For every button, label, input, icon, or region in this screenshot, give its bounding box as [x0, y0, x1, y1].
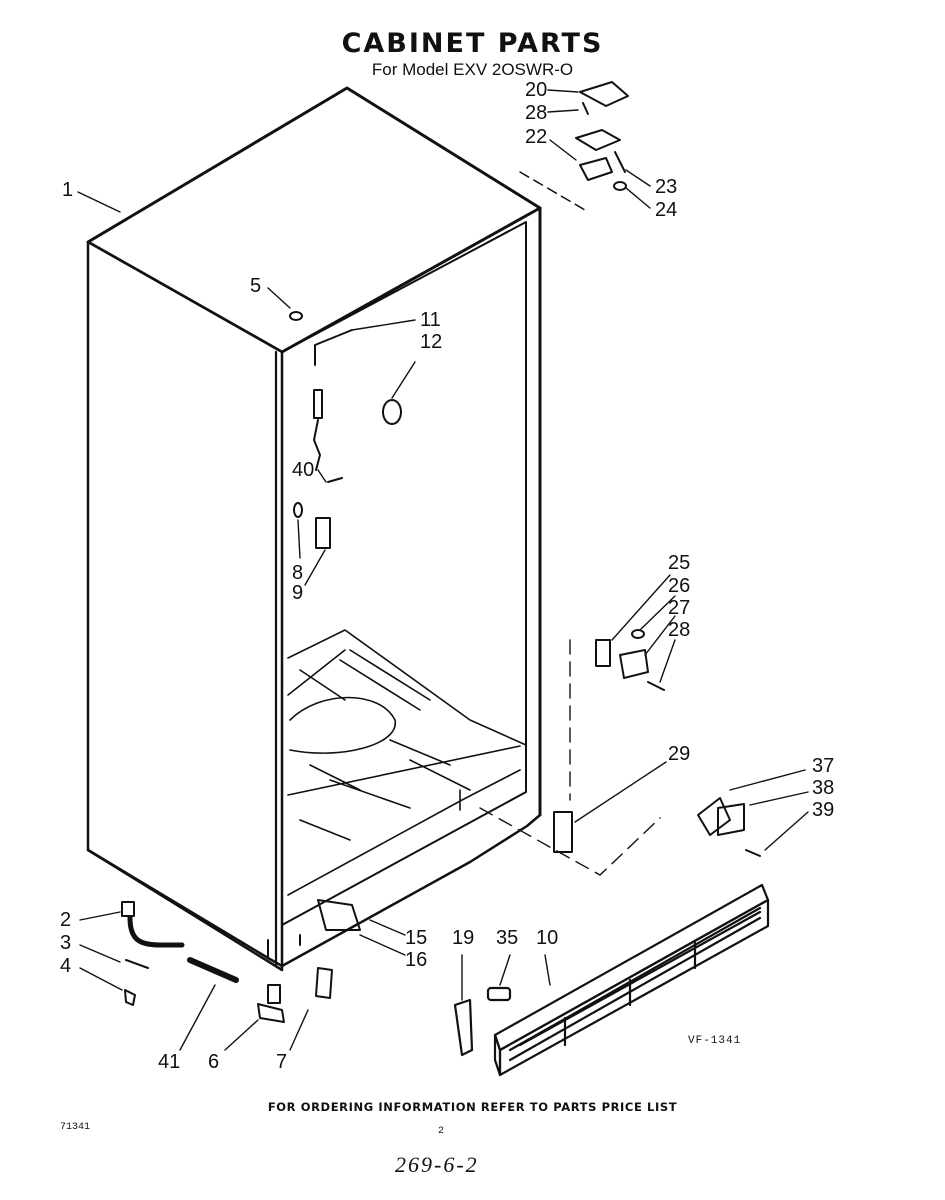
callout-16: 16	[405, 949, 428, 971]
callout-10: 10	[536, 927, 559, 949]
callout-3: 3	[60, 932, 72, 954]
callout-5: 5	[250, 275, 262, 297]
callout-2: 2	[60, 909, 72, 931]
kickplate-grille	[453, 883, 770, 1077]
callout-27: 27	[668, 597, 691, 619]
diagram-code: VF-1341	[688, 1035, 742, 1047]
callout-37: 37	[812, 755, 835, 777]
leader-lines	[77, 89, 809, 1051]
callout-38: 38	[812, 777, 835, 799]
callout-19: 19	[452, 927, 475, 949]
callout-35: 35	[496, 927, 519, 949]
callout-8: 8	[292, 562, 304, 584]
form-number: 71341	[60, 1122, 91, 1133]
top-hinge-parts	[519, 81, 629, 211]
callout-12: 12	[420, 331, 443, 353]
callout-28-lower: 28	[668, 619, 691, 641]
callout-23: 23	[655, 176, 678, 198]
callout-24: 24	[655, 199, 678, 221]
ordering-note: FOR ORDERING INFORMATION REFER TO PARTS …	[267, 1100, 678, 1114]
liner-floor	[287, 629, 527, 896]
callout-39: 39	[812, 799, 835, 821]
page-number: 2	[438, 1126, 445, 1137]
callout-40: 40	[292, 459, 315, 481]
callout-25: 25	[668, 552, 691, 574]
handwritten-code: 269-6-2	[395, 1152, 479, 1177]
callout-1: 1	[62, 179, 74, 201]
page-title: CABINET PARTS	[341, 28, 604, 59]
lower-hinge-parts	[479, 629, 761, 876]
callout-9: 9	[292, 582, 304, 604]
callout-26: 26	[668, 575, 691, 597]
callout-4: 4	[60, 955, 72, 977]
cabinet-shell	[86, 86, 542, 972]
interior-small-parts	[289, 311, 402, 549]
callout-15: 15	[405, 927, 428, 949]
callout-20: 20	[525, 79, 548, 101]
callout-22: 22	[525, 126, 548, 148]
bottom-left-parts	[121, 899, 361, 1023]
callout-29: 29	[668, 743, 691, 765]
callout-7: 7	[276, 1051, 288, 1073]
model-subtitle: For Model EXV 2OSWR-O	[371, 60, 574, 79]
callout-11: 11	[420, 309, 441, 331]
callout-6: 6	[208, 1051, 220, 1073]
callout-28-top: 28	[525, 102, 548, 124]
callout-41: 41	[158, 1051, 181, 1073]
